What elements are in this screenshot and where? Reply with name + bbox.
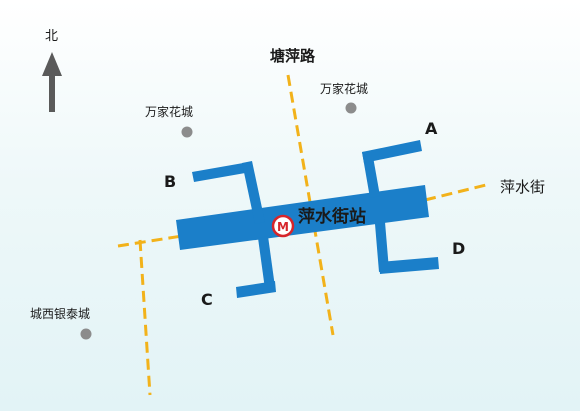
road-label-pingshui: 萍水街 [500,178,545,196]
metro-logo-icon: M [271,214,295,238]
road-pingshui-west [117,234,183,248]
exit-d-passage-h [379,257,439,274]
exit-label-a: A [425,119,438,138]
road-pingshui-east [424,182,491,202]
metro-logo-letter: M [277,220,289,234]
landmark-label: 万家花城 [320,81,368,96]
roads [117,74,491,396]
exit-a-passage-v [362,151,380,198]
exit-d-passage-v [375,222,389,272]
exit-c-passage-h [236,281,276,298]
road-tangping [286,74,335,336]
north-arrow-icon [42,52,62,112]
poi-marker-icon [345,102,357,114]
poi-marker-icon [181,126,193,138]
landmark-yintai: 城西银泰城 [30,307,92,340]
landmark-wanjia-east: 万家花城 [320,81,368,114]
road-west-vertical [138,239,152,396]
landmark-label: 万家花城 [145,104,193,119]
exit-label-d: D [452,239,465,258]
north-label: 北 [45,29,58,44]
exit-b-passage-v [242,161,265,224]
exit-label-c: C [201,290,213,309]
poi-marker-icon [80,328,92,340]
exit-c-passage-v [258,236,275,289]
road-label-tangping: 塘萍路 [270,47,316,65]
exit-b-passage-h [192,162,251,182]
north-arrow: 北 [42,29,62,112]
exit-label-b: B [164,172,176,191]
landmark-wanjia-west: 万家花城 [145,104,193,138]
exit-a-passage-h [362,140,422,163]
station-platform [176,185,429,250]
landmark-label: 城西银泰城 [30,307,90,321]
station-name: 萍水街站 [298,206,366,227]
station-structure [176,140,439,298]
